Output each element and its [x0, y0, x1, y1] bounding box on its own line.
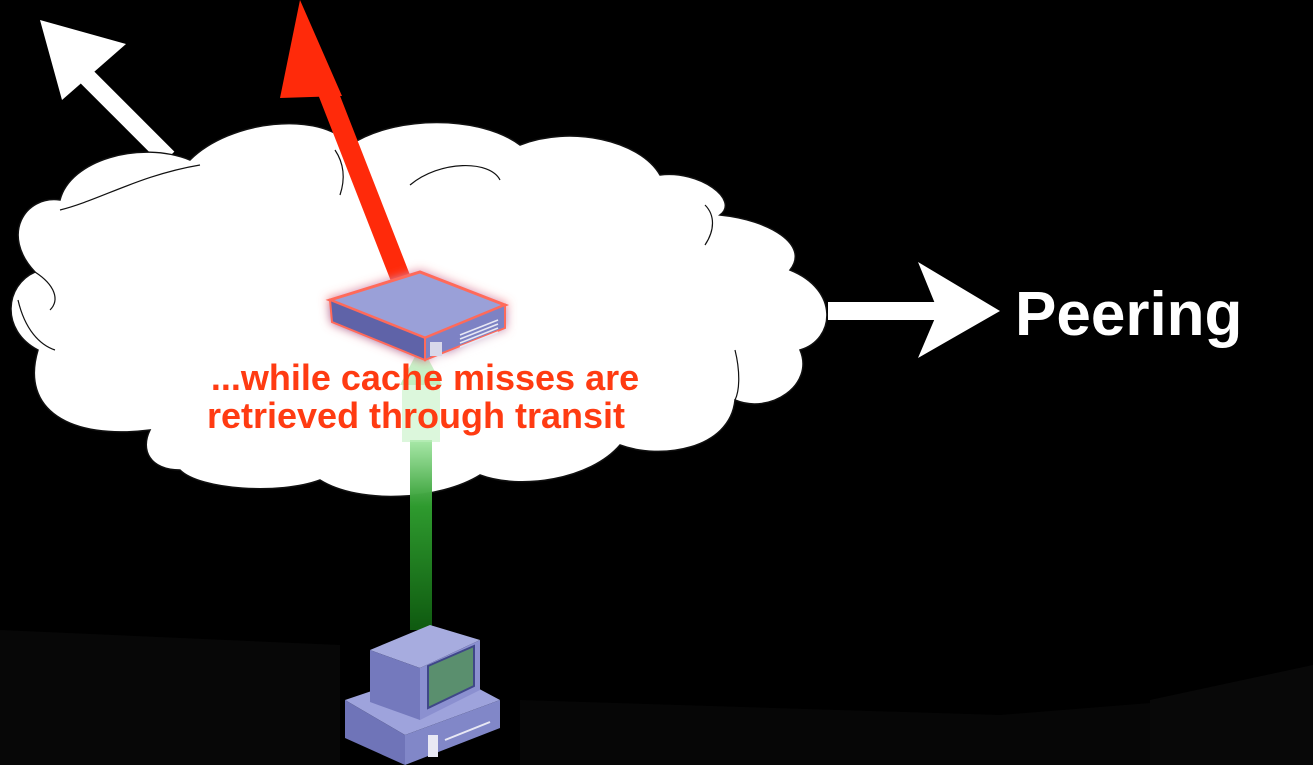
request-arrow [400, 345, 442, 630]
cache-server-icon [325, 270, 510, 362]
client-computer-icon [345, 625, 500, 765]
upstream-arrow-white [40, 20, 175, 165]
caption-line-2: retrieved through transit [207, 395, 625, 436]
transit-arrow [280, 0, 412, 286]
background-silhouette [0, 630, 1313, 765]
peering-label: Peering [1015, 280, 1242, 349]
caption-line-1: ...while cache misses are [211, 357, 639, 398]
caption: ...while cache misses are retrieved thro… [207, 357, 639, 436]
peering-arrow [828, 262, 1000, 358]
